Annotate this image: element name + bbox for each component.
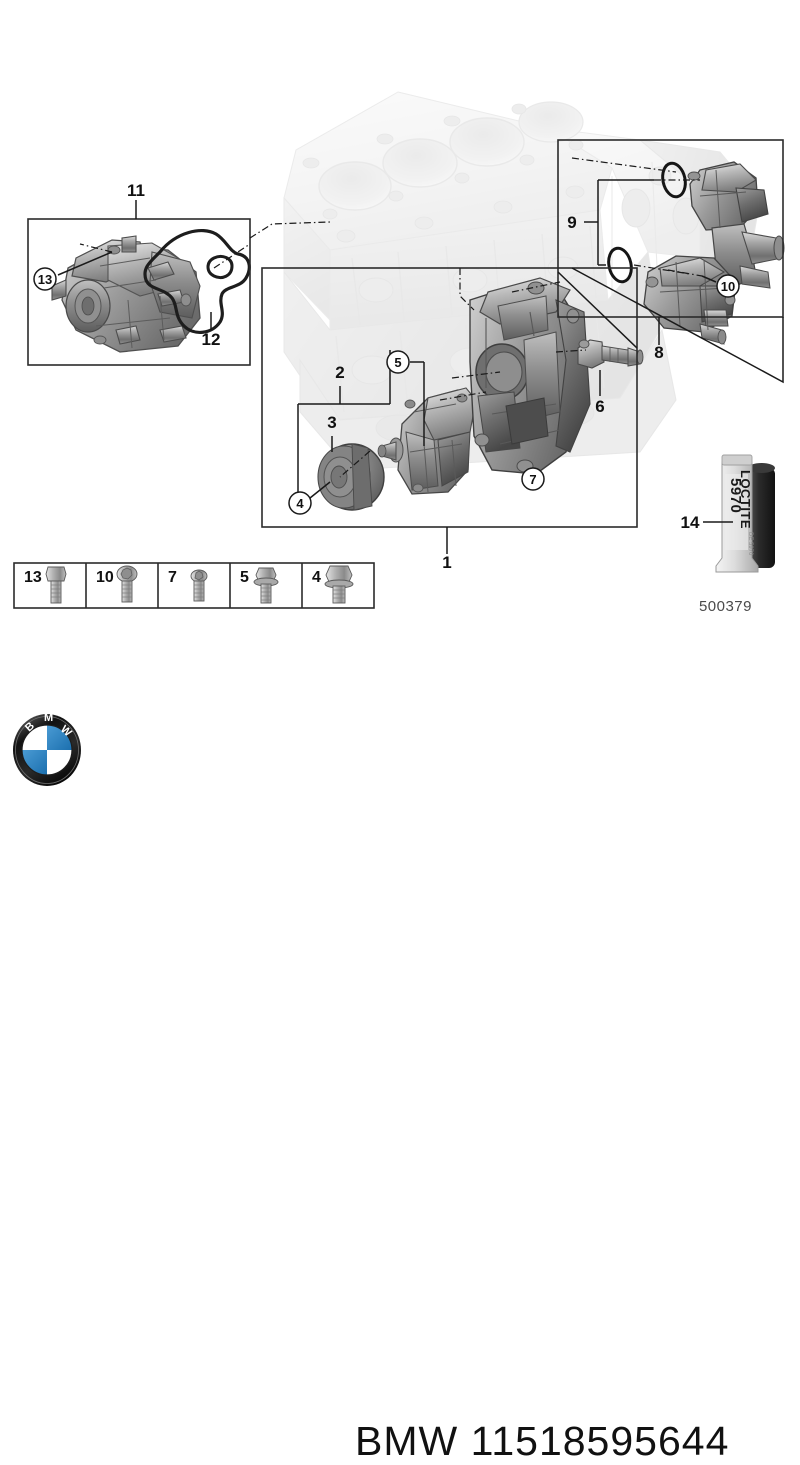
axis-block-11 <box>249 221 331 239</box>
axis-10 <box>667 269 703 277</box>
legend-num-13: 13 <box>24 569 42 586</box>
callout-label-2: 2 <box>335 363 344 382</box>
part-5-coolant-pump <box>377 387 477 495</box>
legend-num-5: 5 <box>240 569 249 586</box>
callout-label-12: 12 <box>202 330 221 349</box>
footer-bar: B M W BMW 11518595644 <box>0 700 800 1464</box>
axis-9b <box>633 264 691 275</box>
bolt-13-art <box>45 566 67 604</box>
legend-num-4: 4 <box>312 569 321 586</box>
sealant-product-text: 5970 <box>727 478 744 513</box>
sealant-fineprint: DE 5970 <box>747 532 753 556</box>
svg-text:M: M <box>44 712 53 724</box>
legend-num-7: 7 <box>168 569 177 586</box>
axis-7b <box>439 391 487 401</box>
part-number-text: BMW 11518595644 <box>355 1418 730 1464</box>
callout-label-1: 1 <box>442 553 451 572</box>
callout-label-14: 14 <box>681 513 700 532</box>
callout-label-6: 6 <box>595 397 604 416</box>
group-box-1[interactable] <box>261 267 638 528</box>
sealant-brand-text: LOCTITE <box>738 470 753 529</box>
axis-7a <box>451 371 501 379</box>
callout-label-9: 9 <box>567 213 576 232</box>
guide-8-right <box>571 267 784 384</box>
group-box-11[interactable] <box>27 218 251 366</box>
guide-8-left <box>557 271 638 349</box>
callout-circle-4[interactable] <box>288 491 312 515</box>
diagram-id-label: 500379 <box>699 598 752 615</box>
annotation-layer: 11 1 8 2 3 4 5 6 7 9 10 12 13 14 13 10 7… <box>13 139 784 615</box>
axis-9top <box>571 157 677 173</box>
axis-block-center <box>459 268 475 311</box>
bolt-4-art <box>324 565 354 604</box>
leader-5 <box>410 361 425 446</box>
parts-diagram-canvas: LOCTITE 5970 DE 5970 <box>0 91 800 1464</box>
callout-circle-10[interactable] <box>716 274 740 298</box>
callout-circle-5[interactable] <box>386 350 410 374</box>
bolt-10-art <box>116 565 138 603</box>
legend-num-10: 10 <box>96 569 114 586</box>
callout-label-3: 3 <box>327 413 336 432</box>
bracket-9 <box>584 179 654 266</box>
callout-label-8: 8 <box>654 343 663 362</box>
callout-label-13: 13 <box>38 272 52 287</box>
legend-bolt-illustrations <box>45 565 354 604</box>
callout-circle-13[interactable] <box>33 267 57 291</box>
callout-label-7: 7 <box>529 472 536 487</box>
callout-label-11: 11 <box>127 181 145 200</box>
part-14-sealant-tube: LOCTITE 5970 DE 5970 <box>715 454 775 573</box>
callout-label-4: 4 <box>296 496 304 511</box>
bmw-roundel-logo: B M W <box>13 712 81 786</box>
leader-13 <box>57 251 113 276</box>
part-8-thermostat-housing <box>643 161 785 345</box>
callout-circle-7[interactable] <box>521 467 545 491</box>
axis-6 <box>555 349 587 353</box>
bolt-7-art <box>190 569 208 602</box>
callout-circles <box>33 267 740 515</box>
axis-block-gasket <box>213 243 251 269</box>
group-box-8[interactable] <box>557 139 784 318</box>
callout-label-10: 10 <box>721 279 735 294</box>
axis-block-right <box>511 281 561 293</box>
part-11-water-pump <box>51 235 201 353</box>
bracket-2 <box>297 350 391 494</box>
callout-label-5: 5 <box>394 355 401 370</box>
bolt-5-art <box>253 567 279 604</box>
part-12-pump-gasket <box>143 229 251 334</box>
leader-4 <box>309 481 331 499</box>
axis-13 <box>79 243 113 253</box>
fastener-legend-box[interactable] <box>13 562 375 609</box>
axis-5 <box>339 450 371 478</box>
leader-10 <box>701 275 717 283</box>
part-7-pump-carrier-bracket <box>469 277 591 475</box>
